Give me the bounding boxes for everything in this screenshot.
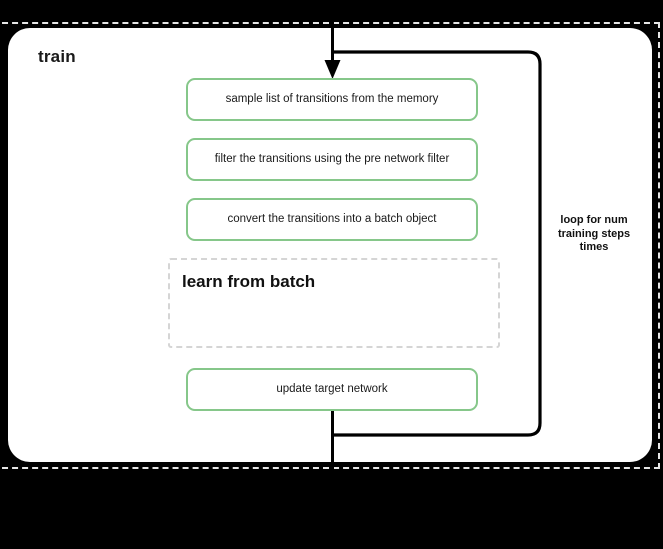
step-label: sample list of transitions from the memo… (225, 93, 439, 105)
step-filter-transitions[interactable]: filter the transitions using the pre net… (186, 138, 478, 181)
step-label: filter the transitions using the pre net… (214, 153, 450, 165)
step-update-target-network[interactable]: update target network (186, 368, 478, 411)
step-convert-batch[interactable]: convert the transitions into a batch obj… (186, 198, 478, 241)
outer-dashed-container (0, 22, 660, 469)
loop-annotation-label: loop for num training steps times (557, 214, 631, 253)
step-label: update target network (276, 383, 388, 395)
step-sample-transitions[interactable]: sample list of transitions from the memo… (186, 78, 478, 121)
page-title: train (38, 47, 76, 66)
step-label: convert the transitions into a batch obj… (227, 213, 437, 225)
subprocess-label: learn from batch (182, 272, 316, 291)
subprocess-learn-from-batch[interactable]: learn from batch (168, 258, 500, 348)
